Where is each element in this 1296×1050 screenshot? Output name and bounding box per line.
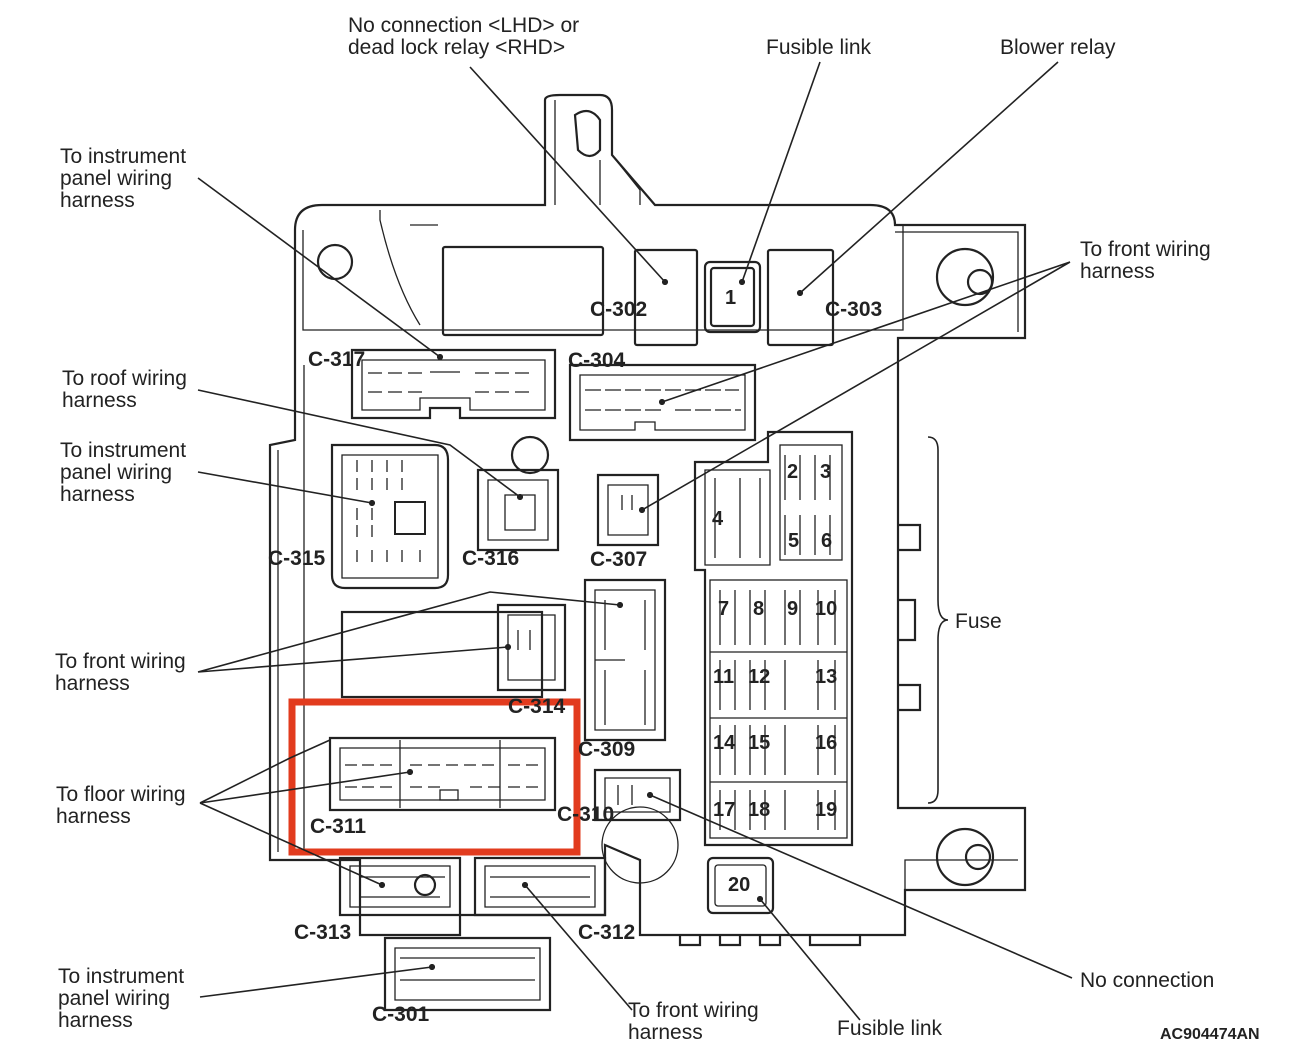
- fuse-number-8: 8: [753, 598, 764, 620]
- fuse-number-10: 10: [815, 598, 837, 620]
- fuse-number-13: 13: [815, 666, 837, 688]
- fuse-number-1: 1: [725, 287, 736, 309]
- fuse-number-9: 9: [787, 598, 798, 620]
- fuse-number-14: 14: [713, 732, 736, 754]
- connector-c315: [330, 443, 450, 590]
- connector-c313: [338, 856, 462, 917]
- callout-front-wiring-1: To front wiring harness: [1080, 238, 1217, 283]
- callout-no-connection: No connection: [1080, 969, 1214, 992]
- callout-instrument-panel-3: To instrument panel wiring harness: [58, 965, 190, 1032]
- callout-instrument-panel-1: To instrument panel wiring harness: [60, 145, 192, 212]
- callout-top-relay: No connection <LHD> or dead lock relay <…: [348, 14, 585, 59]
- connector-c312: [473, 856, 607, 917]
- callout-fusible-link-bottom: Fusible link: [837, 1017, 943, 1040]
- label-c313: C-313: [294, 921, 351, 944]
- fuse-number-15: 15: [748, 732, 770, 754]
- connector-c310: [593, 768, 682, 822]
- leader-lines: [197, 61, 1073, 1021]
- label-c301: C-301: [372, 1003, 430, 1026]
- fuse-number-20: 20: [728, 874, 750, 896]
- label-c307: C-307: [590, 548, 647, 571]
- connector-c309: [583, 578, 667, 742]
- figure-id: AC904474AN: [1160, 1026, 1260, 1043]
- label-c317: C-317: [308, 348, 365, 371]
- callout-instrument-panel-2: To instrument panel wiring harness: [60, 439, 192, 506]
- callout-front-wiring-2: To front wiring harness: [55, 650, 192, 695]
- connector-c316: [476, 468, 560, 552]
- label-c314-partial: C-314: [508, 695, 566, 718]
- label-c315: C-315: [268, 547, 326, 570]
- fuse-number-2: 2: [787, 461, 798, 483]
- fuse-bracket: [927, 436, 949, 804]
- label-c310: C-310: [557, 803, 614, 826]
- callout-floor-wiring: To floor wiring harness: [56, 783, 191, 828]
- fuse-number-18: 18: [748, 799, 770, 821]
- highlight-box-c311: [288, 698, 581, 856]
- fuse-number-11: 11: [713, 666, 734, 688]
- fuse-number-12: 12: [748, 666, 770, 688]
- fuse-number-16: 16: [815, 732, 837, 754]
- callout-front-wiring-3: To front wiring harness: [628, 999, 765, 1044]
- label-c302: C-302: [590, 298, 647, 321]
- fuse-number-6: 6: [821, 530, 832, 552]
- callout-fuse: Fuse: [955, 610, 1002, 633]
- leader-dots: [369, 279, 803, 970]
- callout-fusible-link-top: Fusible link: [766, 36, 872, 59]
- label-c303: C-303: [825, 298, 882, 321]
- label-c309: C-309: [578, 738, 635, 761]
- label-c311: C-311: [310, 815, 366, 838]
- fuse-number-4: 4: [712, 508, 724, 530]
- label-c316: C-316: [462, 547, 519, 570]
- fuse-number-19: 19: [815, 799, 837, 821]
- label-c312: C-312: [578, 921, 635, 944]
- callout-roof-wiring: To roof wiring harness: [62, 367, 193, 412]
- connector-c307: [596, 473, 660, 547]
- connector-c301: [383, 936, 552, 1012]
- fuse-number-7: 7: [718, 598, 729, 620]
- fuse-number-5: 5: [788, 530, 799, 552]
- connector-c311: [328, 736, 557, 812]
- fuse-block: [693, 430, 854, 847]
- fuse-number-17: 17: [713, 799, 735, 821]
- fuse-number-3: 3: [820, 461, 831, 483]
- callout-blower-relay: Blower relay: [1000, 36, 1116, 59]
- label-c304: C-304: [568, 349, 626, 372]
- connector-c317: [350, 348, 557, 420]
